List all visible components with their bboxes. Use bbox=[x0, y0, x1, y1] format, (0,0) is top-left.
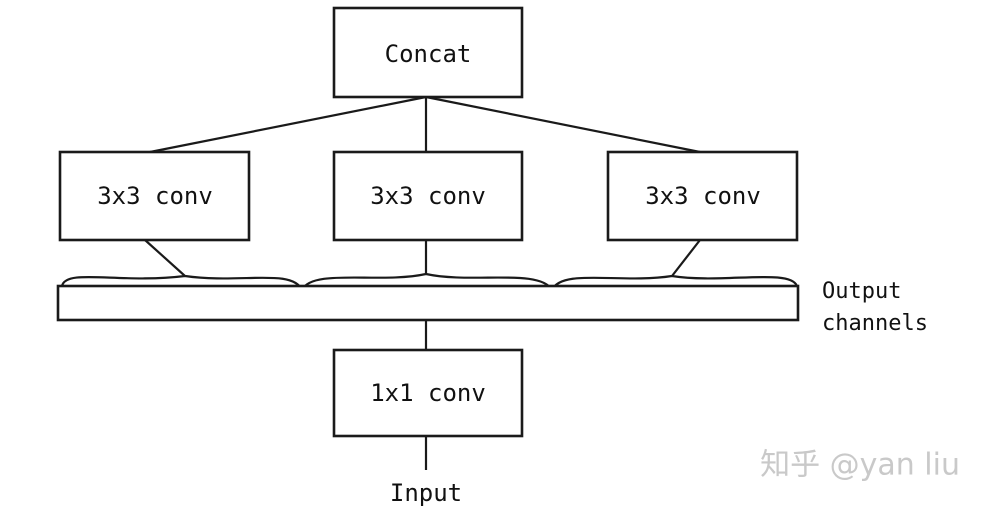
edge-concat-left bbox=[149, 95, 427, 154]
brace-right bbox=[550, 239, 799, 291]
conv-1x1-box bbox=[332, 348, 524, 438]
watermark-text: 知乎 @yan liu bbox=[760, 448, 960, 483]
concat-label: Concat bbox=[385, 40, 472, 68]
conv-3x3-right-label: 3x3 conv bbox=[645, 182, 761, 210]
input-label: Input bbox=[390, 479, 462, 507]
conv-3x3-mid-box bbox=[332, 150, 524, 242]
conv-3x3-left-box bbox=[58, 150, 251, 242]
conv-3x3-mid-label: 3x3 conv bbox=[370, 182, 486, 210]
edge-concat-right bbox=[425, 95, 701, 154]
output-label-line1: Output bbox=[822, 279, 901, 304]
conv-1x1-label: 1x1 conv bbox=[370, 379, 486, 407]
concat-box bbox=[332, 6, 524, 99]
conv-3x3-right-box bbox=[606, 150, 799, 242]
output-label-line2: channels bbox=[822, 311, 928, 336]
conv-3x3-left-label: 3x3 conv bbox=[97, 182, 213, 210]
output-channels-bar bbox=[56, 284, 800, 322]
brace-left bbox=[60, 239, 304, 291]
brace-mid bbox=[300, 240, 553, 291]
